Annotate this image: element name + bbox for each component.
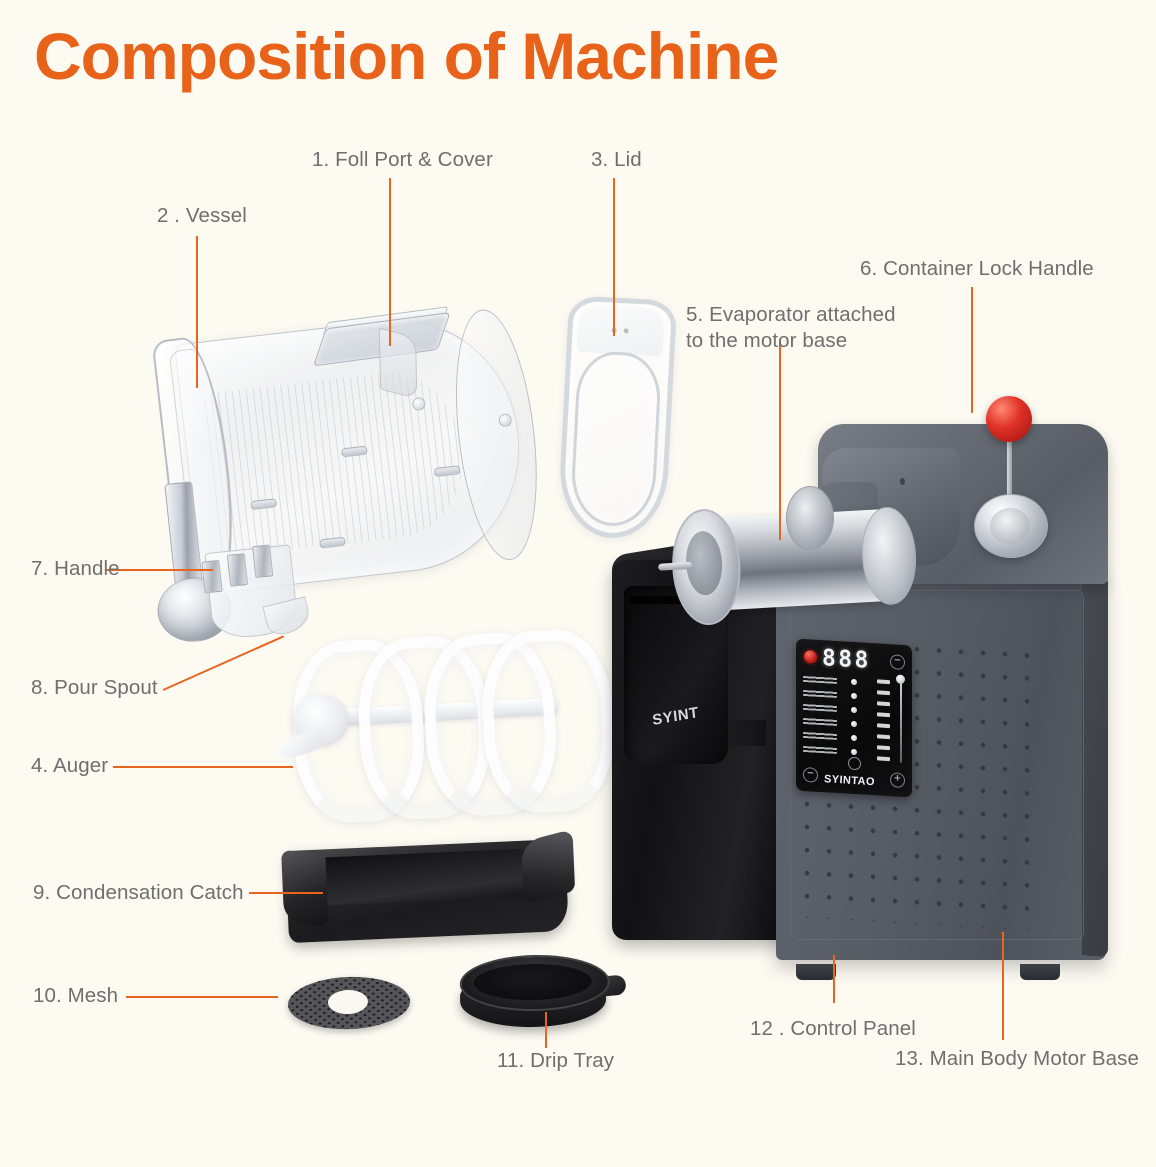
power-button-icon[interactable] xyxy=(804,650,817,664)
level-tick xyxy=(877,690,890,695)
spout-metal-clip xyxy=(252,544,274,579)
label-mesh: 10. Mesh xyxy=(33,984,119,1007)
level-bar-knob[interactable] xyxy=(896,674,905,685)
leader-line-lid xyxy=(613,178,615,336)
level-indicator-bar[interactable] xyxy=(877,674,905,765)
condensation-catch-part xyxy=(281,829,576,944)
plus-button[interactable]: + xyxy=(890,772,905,789)
mode-led xyxy=(851,678,857,686)
label-control-panel: 12 . Control Panel xyxy=(750,1017,916,1040)
level-tick xyxy=(877,679,890,684)
label-drip-tray: 11. Drip Tray xyxy=(497,1049,615,1072)
page-title: Composition of Machine xyxy=(34,19,779,93)
mode-label-glyph xyxy=(803,745,837,754)
main-body-panel-outline xyxy=(790,590,1084,940)
minus-button-top[interactable]: − xyxy=(890,654,905,671)
lock-handle-rod xyxy=(1007,438,1012,512)
base-foot xyxy=(796,964,836,980)
leader-line-evaporator xyxy=(779,340,781,540)
leader-line-lock-handle xyxy=(971,287,973,413)
label-main-body-motor-base: 13. Main Body Motor Base xyxy=(895,1047,1139,1070)
leader-line-fill-port xyxy=(389,178,391,346)
motor-coupling-ring xyxy=(786,486,834,550)
mode-indicator-list xyxy=(803,673,859,760)
level-tick xyxy=(877,723,890,728)
leader-line-control-panel xyxy=(833,955,835,1003)
leader-line-handle xyxy=(105,569,213,571)
vessel-bay-slot xyxy=(630,596,702,604)
label-lid: 3. Lid xyxy=(591,148,642,171)
mode-led xyxy=(851,692,857,700)
label-handle: 7. Handle xyxy=(31,557,120,580)
plus-icon: + xyxy=(894,772,901,785)
label-condensation-catch: 9. Condensation Catch xyxy=(33,881,244,904)
leader-line-vessel xyxy=(196,236,198,388)
condensation-catch-left-lip xyxy=(281,849,329,928)
mode-label-glyph xyxy=(803,717,837,726)
container-lock-handle-part[interactable] xyxy=(952,390,1062,570)
leader-line-drip-tray xyxy=(545,1012,547,1048)
leader-line-mesh xyxy=(126,996,278,998)
level-tick xyxy=(877,712,890,717)
label-auger: 4. Auger xyxy=(31,754,109,777)
body-brand-fade xyxy=(718,720,766,746)
main-body-right-edge xyxy=(1082,573,1108,957)
spout-metal-clip xyxy=(226,553,249,587)
control-panel[interactable]: 888 − − + xyxy=(796,638,912,798)
auger-part xyxy=(274,624,618,826)
level-tick xyxy=(877,734,890,739)
mode-label-glyph xyxy=(803,675,837,684)
label-vessel: 2 . Vessel xyxy=(157,204,247,227)
mode-label-glyph xyxy=(803,731,837,740)
mode-label-glyph xyxy=(803,703,837,712)
label-fill-port-cover: 1. Foll Port & Cover xyxy=(312,148,493,171)
level-tick xyxy=(877,756,890,761)
leader-line-main-body xyxy=(1002,932,1004,1040)
mode-led xyxy=(851,734,857,742)
mode-led xyxy=(851,720,857,728)
timer-icon xyxy=(848,756,861,771)
drip-tray-part xyxy=(459,953,627,1039)
level-tick xyxy=(877,701,890,706)
mode-led xyxy=(851,706,857,714)
mode-label-glyph xyxy=(803,689,837,698)
leader-line-auger xyxy=(113,766,293,768)
label-pour-spout: 8. Pour Spout xyxy=(31,676,158,699)
spout-metal-clip xyxy=(201,559,223,594)
mode-led xyxy=(851,748,857,756)
lock-handle-pivot-center xyxy=(990,508,1030,544)
level-tick xyxy=(877,745,890,750)
lid-top-panel xyxy=(576,303,665,357)
motor-vent-dot xyxy=(900,478,905,485)
auger-flight xyxy=(478,626,618,816)
label-container-lock-handle: 6. Container Lock Handle xyxy=(860,257,1094,280)
minus-icon: − xyxy=(807,767,814,780)
lock-handle-ball-knob[interactable] xyxy=(986,396,1032,442)
label-evaporator: 5. Evaporator attached to the motor base xyxy=(686,303,896,352)
base-foot xyxy=(1020,964,1060,980)
minus-button-bottom[interactable]: − xyxy=(803,766,818,783)
machine-assembly: SYINT 888 xyxy=(600,390,1120,980)
mesh-part xyxy=(287,974,411,1032)
level-bar-track xyxy=(900,680,902,763)
control-panel-brand: SYINTAO xyxy=(823,773,876,789)
digital-display: 888 xyxy=(822,645,871,674)
condensation-catch-basin xyxy=(309,847,544,907)
leader-line-condensation-catch xyxy=(249,892,323,894)
minus-icon: − xyxy=(894,654,901,667)
